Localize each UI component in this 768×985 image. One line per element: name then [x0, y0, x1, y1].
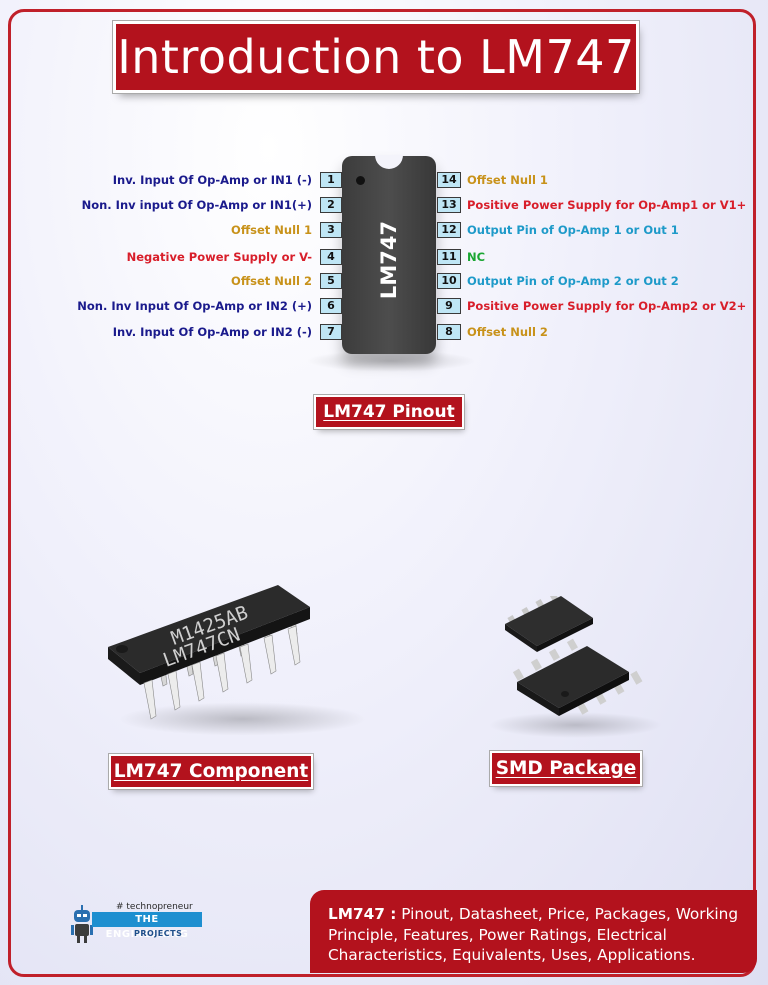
pin-label-right: Positive Power Supply for Op-Amp1 or V1+: [467, 198, 747, 212]
smd-small: [505, 596, 593, 652]
footer-title: LM747 :: [328, 905, 397, 923]
page-title: Introduction to LM747: [116, 24, 636, 90]
chip-notch: [375, 155, 403, 169]
pin-number-right: 10: [437, 273, 461, 289]
pin-number-right: 11: [437, 249, 461, 265]
pin-number-left: 3: [320, 222, 342, 238]
dip-body-top: [108, 585, 310, 673]
pin-number-right: 14: [437, 172, 461, 188]
pin-label-right: Output Pin of Op-Amp 2 or Out 2: [467, 274, 679, 288]
pin-label-left: Negative Power Supply or V-: [126, 250, 312, 264]
smd-large: [512, 638, 643, 716]
logo-name: THE ENGINEERING: [92, 912, 202, 940]
smd-caption: SMD Package: [492, 753, 640, 784]
chip-marking: LM747: [377, 220, 401, 300]
pin-label-left: Non. Inv input Of Op-Amp or IN1(+): [81, 198, 312, 212]
smd-shadow: [488, 712, 663, 738]
engineering-projects-logo: # technopreneur THE ENGINEERING PROJECTS: [62, 902, 222, 948]
pin-label-left: Inv. Input Of Op-Amp or IN1 (-): [112, 173, 312, 187]
pin-label-right: NC: [467, 250, 486, 264]
pin1-dot: [356, 176, 365, 185]
pin-label-left: Inv. Input Of Op-Amp or IN2 (-): [112, 325, 312, 339]
pin-label-right: Offset Null 1: [467, 173, 548, 187]
pin-number-left: 2: [320, 197, 342, 213]
footer-text: Pinout, Datasheet, Price, Packages, Work…: [328, 905, 739, 964]
pin-number-right: 9: [437, 298, 461, 314]
dip-component-image: M1425AB LM747CN: [108, 585, 310, 720]
pin-label-left: Offset Null 1: [231, 223, 312, 237]
page-frame: [8, 9, 756, 977]
pin-label-right: Output Pin of Op-Amp 1 or Out 1: [467, 223, 679, 237]
pin-number-right: 12: [437, 222, 461, 238]
component-caption: LM747 Component: [111, 756, 311, 787]
dip-shadow: [118, 702, 368, 736]
robot-icon: [71, 905, 93, 943]
ic-chip-diagram: LM747: [342, 155, 436, 354]
pin-number-left: 7: [320, 324, 342, 340]
pin-label-right: Positive Power Supply for Op-Amp2 or V2+: [467, 299, 747, 313]
pin-label-left: Offset Null 2: [231, 274, 312, 288]
pinout-caption: LM747 Pinout: [316, 397, 462, 427]
dip-body-side: [140, 607, 310, 685]
pin-label-left: Non. Inv Input Of Op-Amp or IN2 (+): [77, 299, 312, 313]
pin-number-left: 1: [320, 172, 342, 188]
footer-description: LM747 : Pinout, Datasheet, Price, Packag…: [310, 890, 757, 973]
pin-number-right: 13: [437, 197, 461, 213]
logo-subtitle: PROJECTS: [134, 929, 183, 938]
dip-pins-front: [143, 625, 301, 720]
pin-label-right: Offset Null 2: [467, 325, 548, 339]
pin-number-left: 4: [320, 249, 342, 265]
pin-number-left: 6: [320, 298, 342, 314]
logo-hashtag: # technopreneur: [116, 902, 193, 912]
dip-body-front: [108, 647, 140, 685]
chip-shadow: [306, 350, 476, 372]
pin-number-right: 8: [437, 324, 461, 340]
pin-number-left: 5: [320, 273, 342, 289]
smd-package-image: [505, 596, 643, 716]
dip-notch: [116, 645, 128, 653]
